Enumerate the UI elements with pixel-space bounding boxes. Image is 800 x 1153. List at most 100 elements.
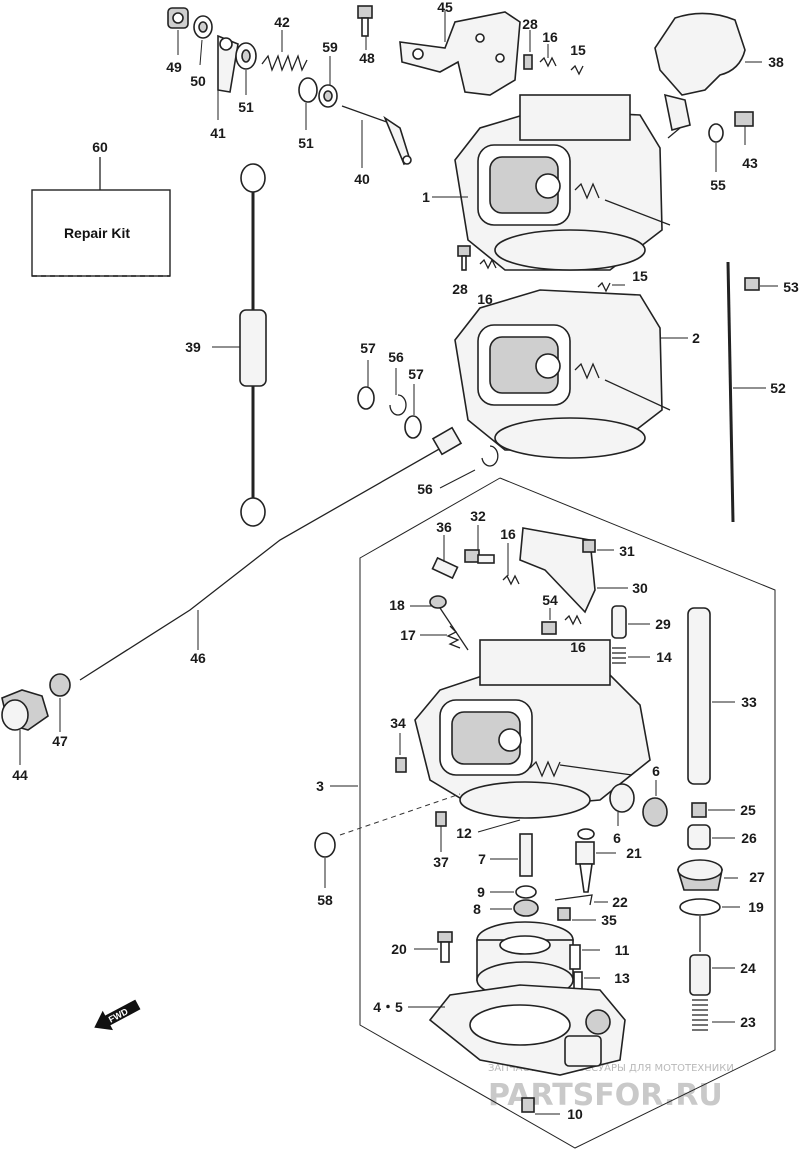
callout-52[interactable]: 52 [770, 380, 786, 396]
repair-kit-label: Repair Kit [64, 225, 130, 241]
callout-29[interactable]: 29 [655, 616, 671, 632]
callout-36[interactable]: 36 [436, 519, 452, 535]
callout-54[interactable]: 54 [542, 592, 558, 608]
callout-57a[interactable]: 57 [360, 340, 376, 356]
callout-44[interactable]: 44 [12, 767, 28, 783]
callout-31[interactable]: 31 [619, 543, 635, 559]
screws-36-32-16-icon [431, 525, 520, 586]
callout-13[interactable]: 13 [614, 970, 630, 986]
callout-19[interactable]: 19 [748, 899, 764, 915]
jets-7-8-9-icon [490, 833, 539, 917]
callout-1[interactable]: 1 [422, 189, 430, 205]
caps-6-icon [609, 780, 668, 827]
callout-56b[interactable]: 56 [417, 481, 433, 497]
callout-41[interactable]: 41 [210, 125, 226, 141]
callout-17[interactable]: 17 [400, 627, 416, 643]
repair-kit-box[interactable]: Repair Kit 60 [31, 139, 171, 277]
tube-33-icon [687, 607, 735, 785]
callout-18[interactable]: 18 [389, 597, 405, 613]
callout-43[interactable]: 43 [742, 155, 758, 171]
callout-4-5[interactable]: 4・5 [373, 999, 403, 1015]
callout-7[interactable]: 7 [478, 851, 486, 867]
carburetor-3-icon [414, 639, 651, 819]
washer-55-icon [708, 123, 724, 172]
screw-18-icon [410, 595, 469, 651]
linkage-parts [167, 7, 412, 168]
callout-28b[interactable]: 28 [452, 281, 468, 297]
callout-12[interactable]: 12 [456, 825, 472, 841]
callout-21[interactable]: 21 [626, 845, 642, 861]
fwd-arrow-icon: FWD [94, 999, 141, 1031]
callout-51a[interactable]: 51 [238, 99, 254, 115]
callout-8[interactable]: 8 [473, 901, 481, 917]
callout-58[interactable]: 58 [317, 892, 333, 908]
callout-55[interactable]: 55 [710, 177, 726, 193]
callout-30[interactable]: 30 [632, 580, 648, 596]
screw-48-icon [357, 5, 373, 50]
callout-2[interactable]: 2 [692, 330, 700, 346]
callout-16d[interactable]: 16 [570, 639, 586, 655]
link-rod-39-icon [212, 163, 267, 527]
callout-23[interactable]: 23 [740, 1014, 756, 1030]
callout-33[interactable]: 33 [741, 694, 757, 710]
callout-53[interactable]: 53 [783, 279, 799, 295]
callout-34[interactable]: 34 [390, 715, 406, 731]
callout-labels: 49 50 42 59 51 41 51 40 45 48 28 16 15 3… [12, 0, 799, 1122]
callout-3[interactable]: 3 [316, 778, 324, 794]
callout-16c[interactable]: 16 [500, 526, 516, 542]
screw-10-icon [521, 1097, 560, 1115]
washer-58-icon [314, 832, 336, 888]
callout-59[interactable]: 59 [322, 39, 338, 55]
callout-42[interactable]: 42 [274, 14, 290, 30]
screw-35-icon [557, 907, 596, 921]
callout-46[interactable]: 46 [190, 650, 206, 666]
callout-49[interactable]: 49 [166, 59, 182, 75]
float-11-icon [476, 921, 600, 999]
callout-57b[interactable]: 57 [408, 366, 424, 382]
callout-15b[interactable]: 15 [632, 268, 648, 284]
callout-11[interactable]: 11 [615, 942, 630, 958]
callout-6b[interactable]: 6 [613, 830, 621, 846]
callout-28a[interactable]: 28 [522, 16, 538, 32]
carburetor-2-icon [454, 289, 688, 459]
screws-54-16-icon [541, 608, 582, 635]
callout-22[interactable]: 22 [612, 894, 628, 910]
callout-27[interactable]: 27 [749, 869, 765, 885]
callout-15a[interactable]: 15 [570, 42, 586, 58]
screws-top-group [523, 30, 584, 76]
callout-48[interactable]: 48 [359, 50, 375, 66]
callout-6a[interactable]: 6 [652, 763, 660, 779]
callout-35[interactable]: 35 [601, 912, 617, 928]
screw-20-icon [414, 931, 453, 963]
callout-37[interactable]: 37 [433, 854, 449, 870]
callout-47[interactable]: 47 [52, 733, 68, 749]
callout-50[interactable]: 50 [190, 73, 206, 89]
spring-14-icon [612, 647, 650, 664]
callout-60[interactable]: 60 [92, 139, 108, 155]
callout-26[interactable]: 26 [741, 830, 757, 846]
screws-middle-group [457, 245, 625, 293]
callout-45[interactable]: 45 [437, 0, 453, 15]
callout-24[interactable]: 24 [740, 960, 756, 976]
callout-51b[interactable]: 51 [298, 135, 314, 151]
screw-37-icon [435, 811, 447, 852]
callout-38[interactable]: 38 [768, 54, 784, 70]
callout-56a[interactable]: 56 [388, 349, 404, 365]
callout-9[interactable]: 9 [477, 884, 485, 900]
nut-47-icon [49, 673, 71, 732]
callout-25[interactable]: 25 [740, 802, 756, 818]
callout-10[interactable]: 10 [567, 1106, 583, 1122]
callout-16a[interactable]: 16 [542, 29, 558, 45]
callout-20[interactable]: 20 [391, 941, 407, 957]
callout-14[interactable]: 14 [656, 649, 672, 665]
end-cap-44-icon [1, 689, 49, 765]
callout-16b[interactable]: 16 [477, 291, 493, 307]
control-rod-46-icon [79, 426, 463, 681]
carburetor-1-icon [432, 94, 671, 271]
callout-32[interactable]: 32 [470, 508, 486, 524]
bracket-45-icon [399, 10, 521, 96]
callout-40[interactable]: 40 [354, 171, 370, 187]
callout-39[interactable]: 39 [185, 339, 201, 355]
screw-53-icon [744, 277, 778, 291]
